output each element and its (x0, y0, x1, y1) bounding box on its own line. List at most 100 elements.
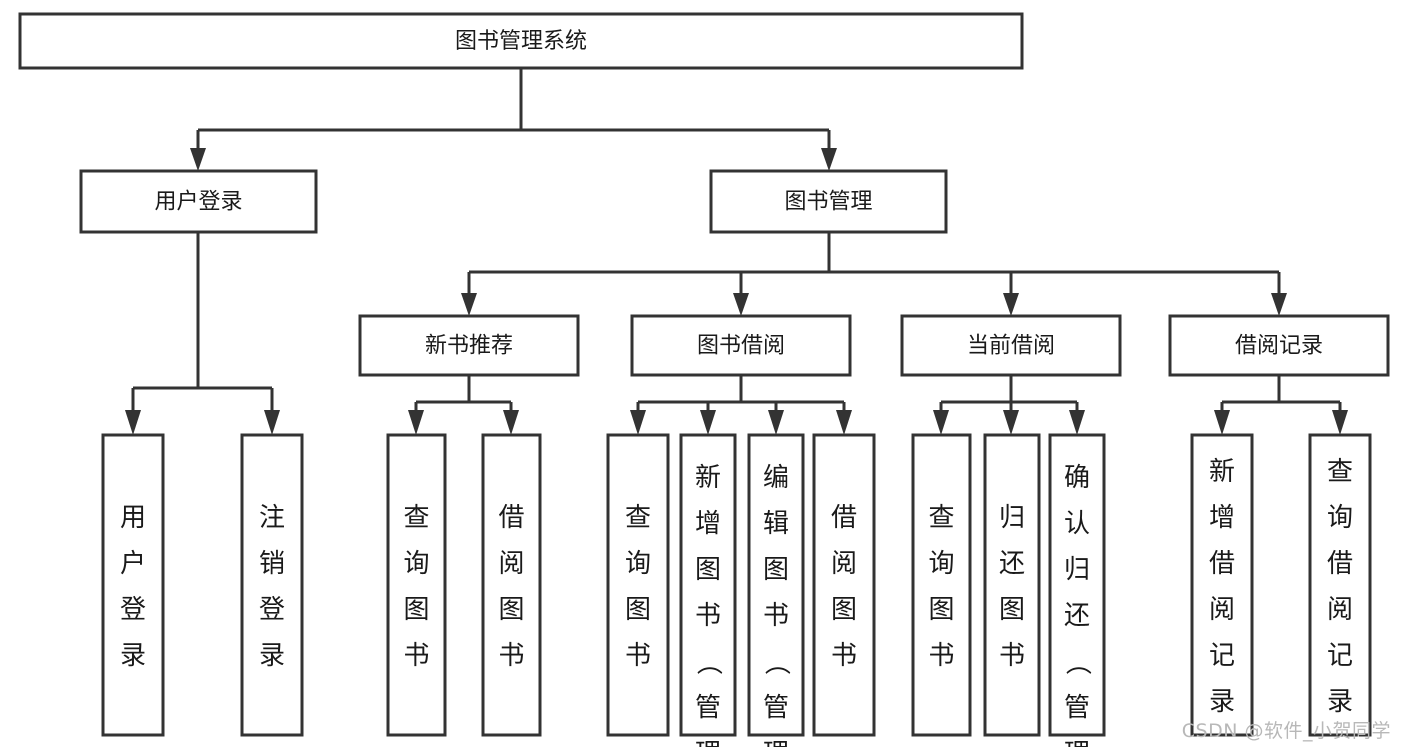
node-label-char: 书 (999, 641, 1025, 671)
node-box-leaf-query-book-3[interactable] (911, 433, 972, 737)
node-layer: 图书管理系统用户登录图书管理新书推荐图书借阅当前借阅借阅记录用户登录注销登录查询… (18, 12, 1390, 747)
node-label-char: 注 (259, 503, 285, 533)
node-label-current-borrow: 当前借阅 (967, 334, 1055, 359)
node-label-char: 询 (1327, 503, 1353, 533)
connector-layer (125, 68, 1348, 435)
node-label-char: 管 (695, 693, 721, 723)
node-label-char: 登 (259, 595, 285, 625)
node-label-char: 查 (928, 503, 954, 533)
arrowhead-leaf-logout (264, 410, 280, 435)
node-label-char: 查 (1327, 457, 1353, 487)
node-label-char: 查 (625, 503, 651, 533)
node-label-char: 书 (403, 641, 429, 671)
arrowhead-leaf-borrow-book-1 (503, 410, 519, 435)
arrowhead-leaf-confirm-return (1069, 410, 1085, 435)
node-box-leaf-user-login[interactable] (101, 433, 165, 737)
node-box-leaf-logout[interactable] (240, 433, 304, 737)
node-box-root[interactable] (18, 12, 1024, 70)
arrowhead-current-borrow (1003, 293, 1019, 316)
node-label-char: 归 (1064, 555, 1090, 585)
node-label-char: 记 (1209, 641, 1235, 671)
node-label-char: 理 (695, 739, 721, 747)
arrowhead-leaf-query-book-1 (408, 410, 424, 435)
node-box-book-manage[interactable] (709, 169, 948, 234)
node-box-new-book-recommend[interactable] (358, 314, 580, 377)
node-user-login[interactable]: 用户登录 (79, 169, 318, 234)
arrowhead-leaf-edit-book (768, 410, 784, 435)
node-label-char: 借 (1209, 549, 1235, 579)
node-borrow-record[interactable]: 借阅记录 (1168, 314, 1390, 377)
node-label-char: 图 (999, 595, 1025, 625)
node-label-char: 书 (498, 641, 524, 671)
node-label-char: 理 (1064, 739, 1090, 747)
node-box-leaf-return-book[interactable] (983, 433, 1041, 737)
node-label-char: 书 (763, 601, 789, 631)
node-box-leaf-query-record[interactable] (1308, 433, 1372, 737)
node-label-char: 销 (259, 549, 285, 579)
node-box-leaf-query-book-2[interactable] (606, 433, 670, 737)
node-new-book-recommend[interactable]: 新书推荐 (358, 314, 580, 377)
node-label-char: 询 (625, 549, 651, 579)
node-label-char: 查 (403, 503, 429, 533)
node-label-char: 书 (831, 641, 857, 671)
node-box-current-borrow[interactable] (900, 314, 1122, 377)
node-label-char: 还 (1064, 601, 1090, 631)
node-box-user-login[interactable] (79, 169, 318, 234)
arrowhead-book-borrow (733, 293, 749, 316)
node-box-book-borrow[interactable] (630, 314, 852, 377)
arrowhead-new-book-recommend (461, 293, 477, 316)
arrowhead-leaf-add-book (700, 410, 716, 435)
arrowhead-book-manage (821, 148, 837, 171)
node-box-leaf-query-book-1[interactable] (386, 433, 447, 737)
node-book-manage[interactable]: 图书管理 (709, 169, 948, 234)
node-label-char: 图 (498, 595, 524, 625)
node-label-char: 记 (1327, 641, 1353, 671)
node-label-char: （ (693, 649, 723, 675)
arrowhead-leaf-query-record (1332, 410, 1348, 435)
node-label-char: 询 (928, 549, 954, 579)
node-root[interactable]: 图书管理系统 (18, 12, 1024, 70)
node-label-char: 理 (763, 739, 789, 747)
node-label-char: 还 (999, 549, 1025, 579)
node-book-borrow[interactable]: 图书借阅 (630, 314, 852, 377)
node-label-char: 阅 (1209, 595, 1235, 625)
node-label-char: 管 (763, 693, 789, 723)
arrowhead-user-login (190, 148, 206, 171)
node-box-leaf-edit-book[interactable] (747, 433, 805, 737)
node-label-borrow-record: 借阅记录 (1235, 334, 1323, 359)
node-box-leaf-add-record[interactable] (1190, 433, 1254, 737)
node-label-user-login: 用户登录 (154, 190, 242, 215)
node-box-borrow-record[interactable] (1168, 314, 1390, 377)
node-label-book-borrow: 图书借阅 (697, 334, 785, 359)
arrowhead-leaf-query-book-3 (933, 410, 949, 435)
node-box-leaf-confirm-return[interactable] (1048, 433, 1106, 737)
node-label-char: 确 (1064, 463, 1090, 493)
node-box-leaf-add-book[interactable] (679, 433, 737, 737)
node-label-char: 编 (763, 463, 789, 493)
node-box-leaf-borrow-book-2[interactable] (812, 433, 876, 737)
node-label-char: 新 (1209, 457, 1235, 487)
node-label-char: 增 (695, 509, 721, 539)
node-label-root: 图书管理系统 (455, 29, 587, 54)
node-current-borrow[interactable]: 当前借阅 (900, 314, 1122, 377)
node-label-char: 书 (695, 601, 721, 631)
node-leaf-user-login[interactable]: 用户登录 (101, 433, 165, 737)
node-label-char: 阅 (1327, 595, 1353, 625)
node-label-char: （ (761, 649, 791, 675)
arrowhead-leaf-borrow-book-2 (836, 410, 852, 435)
node-label-char: 书 (625, 641, 651, 671)
node-box-leaf-borrow-book-1[interactable] (481, 433, 542, 737)
